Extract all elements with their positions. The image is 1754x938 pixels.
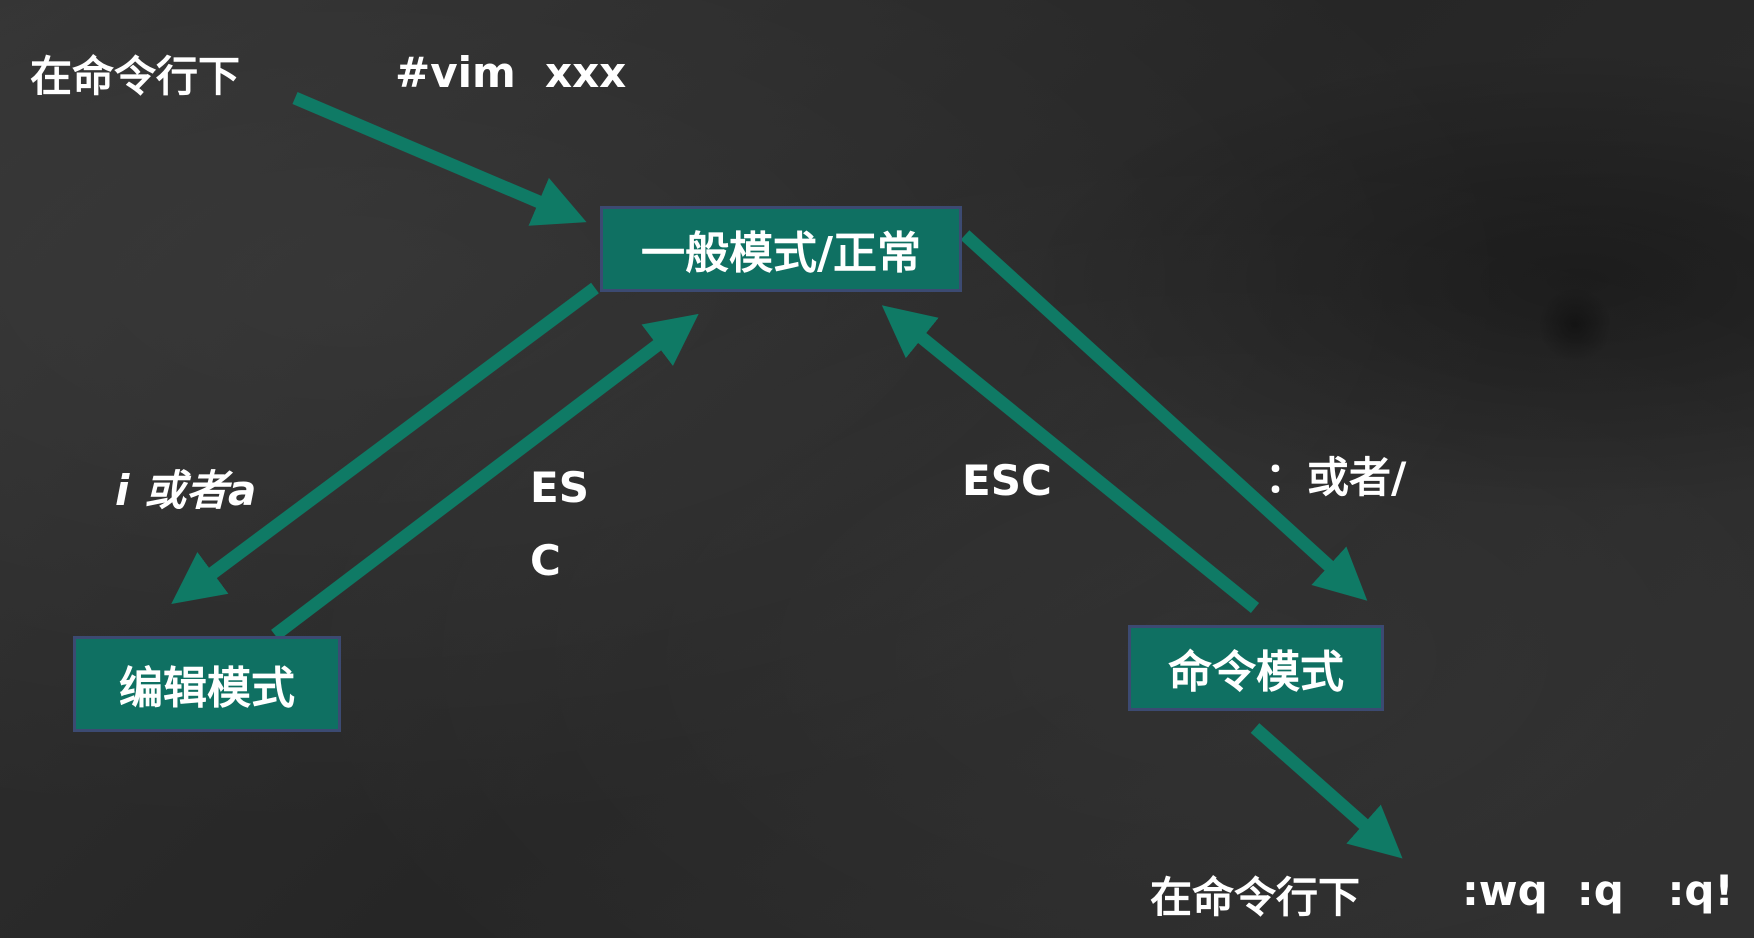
end-cmdline-label: 在命令行下	[1150, 873, 1361, 922]
arrow-start-to-normal	[292, 92, 587, 226]
chalkboard-stain	[1540, 285, 1610, 365]
arrow-command-to-quit	[1250, 723, 1403, 859]
esc-right-label: ESC	[962, 456, 1052, 505]
command-mode-box: 命令模式	[1128, 625, 1384, 711]
esc-left-line2: C	[530, 536, 561, 585]
i-or-a-label: i 或者a	[115, 466, 257, 515]
quit-commands-label: :wq :q :q!	[1462, 866, 1734, 915]
arrow-normal-to-command	[960, 230, 1368, 601]
arrow-edit-to-normal	[271, 313, 699, 641]
esc-left-line1: ES	[530, 463, 589, 512]
vim-command-label: #vim xxx	[395, 48, 627, 97]
arrow-command-to-normal	[881, 305, 1260, 614]
colon-or-slash-label: ：或者/	[1265, 453, 1407, 502]
normal-mode-box: 一般模式/正常	[600, 206, 962, 292]
arrow-normal-to-edit	[171, 282, 599, 604]
start-cmdline-label: 在命令行下	[30, 52, 241, 101]
edit-mode-box: 编辑模式	[73, 636, 341, 732]
